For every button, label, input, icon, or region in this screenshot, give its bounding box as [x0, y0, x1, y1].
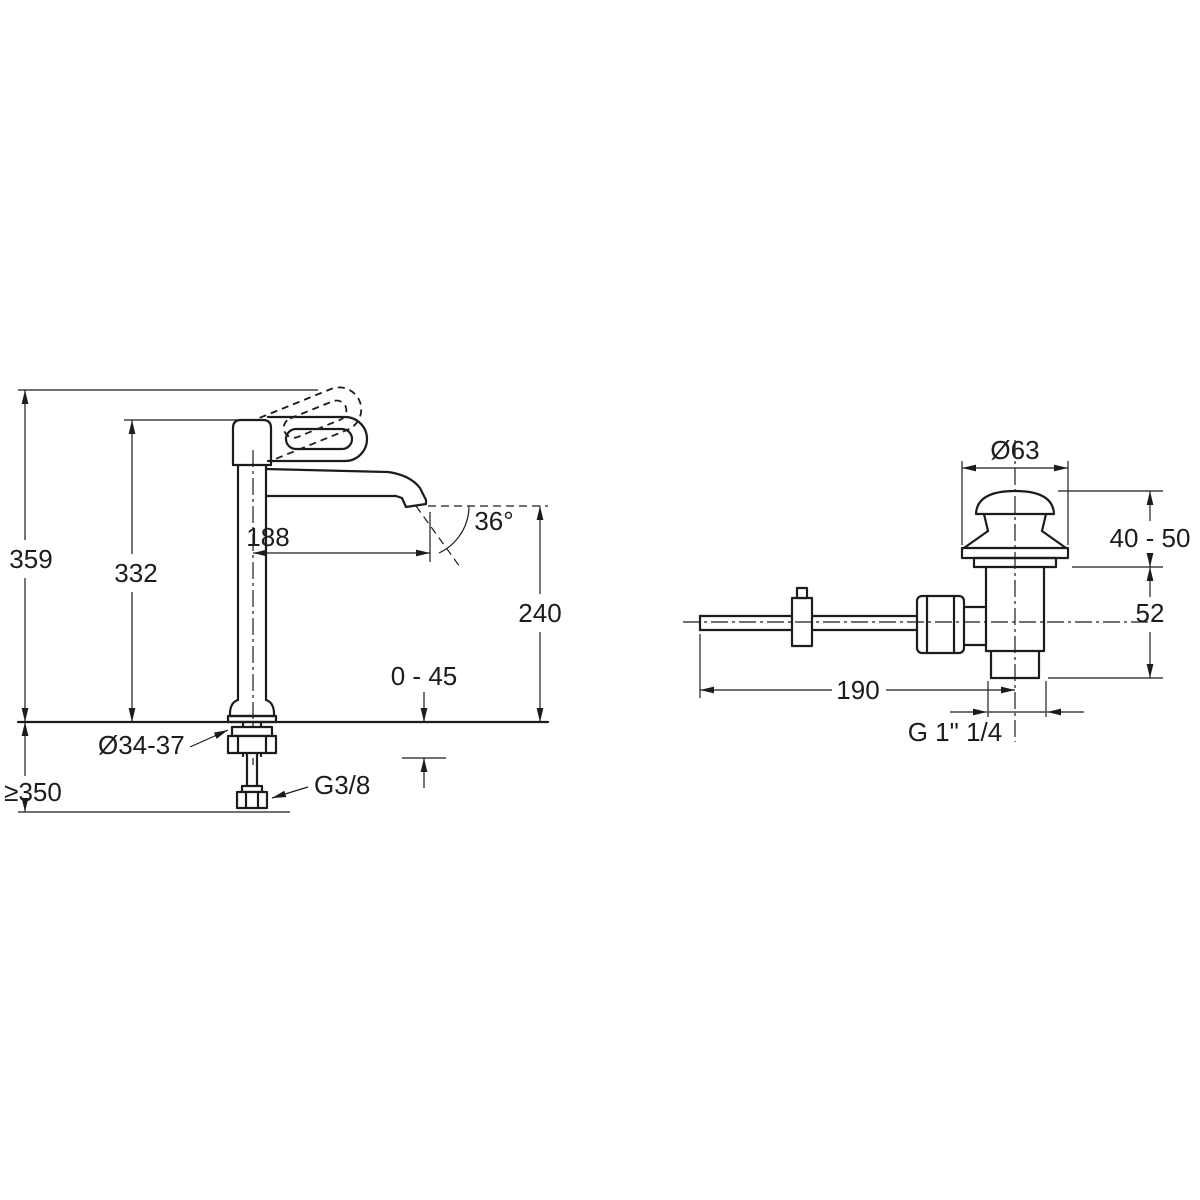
dim-deck-thickness: 0 - 45: [391, 661, 458, 788]
dim-flange-diameter: Ø63: [961, 435, 1069, 545]
faucet-view: 359 332 188 36° 240 0 - 45: [4, 386, 562, 813]
faucet-spout: [264, 467, 428, 509]
dim-body-height-label: 332: [114, 558, 157, 588]
dim-plug-height-label: 40 - 50: [1110, 523, 1191, 553]
drain-rod: [698, 586, 919, 648]
dim-overall-height: 359: [9, 389, 318, 722]
faucet-handle: [266, 415, 369, 463]
drain-view: Ø63 40 - 50 52 190: [683, 435, 1190, 747]
dim-min-clearance-label: ≥350: [4, 777, 62, 807]
dim-waste-thread-label: G 1" 1/4: [908, 717, 1003, 747]
faucet-body: [226, 418, 278, 724]
dim-min-clearance: ≥350: [4, 722, 290, 813]
dim-plug-height: 40 - 50: [1058, 490, 1191, 568]
dim-supply-thread: G3/8: [271, 770, 370, 800]
dim-hole-diameter: Ø34-37: [98, 729, 229, 760]
dim-body-height: 332: [114, 419, 244, 722]
dim-spout-outlet-height-label: 240: [518, 598, 561, 628]
dim-spout-outlet-height: 240: [518, 506, 562, 722]
dim-deck-thickness-label: 0 - 45: [391, 661, 458, 691]
water-stream: [415, 505, 548, 568]
dim-waste-thread: G 1" 1/4: [908, 681, 1084, 747]
dim-spout-reach: 188: [246, 512, 431, 562]
supply-connection: [226, 720, 278, 810]
faucet-handle-raised-phantom: [259, 386, 363, 460]
dim-hole-diameter-label: Ø34-37: [98, 730, 185, 760]
dim-stream-angle: 36°: [474, 506, 513, 536]
dim-drain-body-height: 52: [1048, 567, 1165, 679]
drain-body: [915, 565, 1046, 680]
dim-flange-diameter-label: Ø63: [990, 435, 1039, 465]
dim-overall-height-label: 359: [9, 544, 52, 574]
dim-rod-length-label: 190: [836, 675, 879, 705]
dim-rod-length: 190: [699, 634, 1015, 705]
dim-stream-angle-label: 36°: [474, 506, 513, 536]
dim-drain-body-height-label: 52: [1136, 598, 1165, 628]
dim-spout-reach-label: 188: [246, 522, 289, 552]
dim-supply-thread-label: G3/8: [314, 770, 370, 800]
